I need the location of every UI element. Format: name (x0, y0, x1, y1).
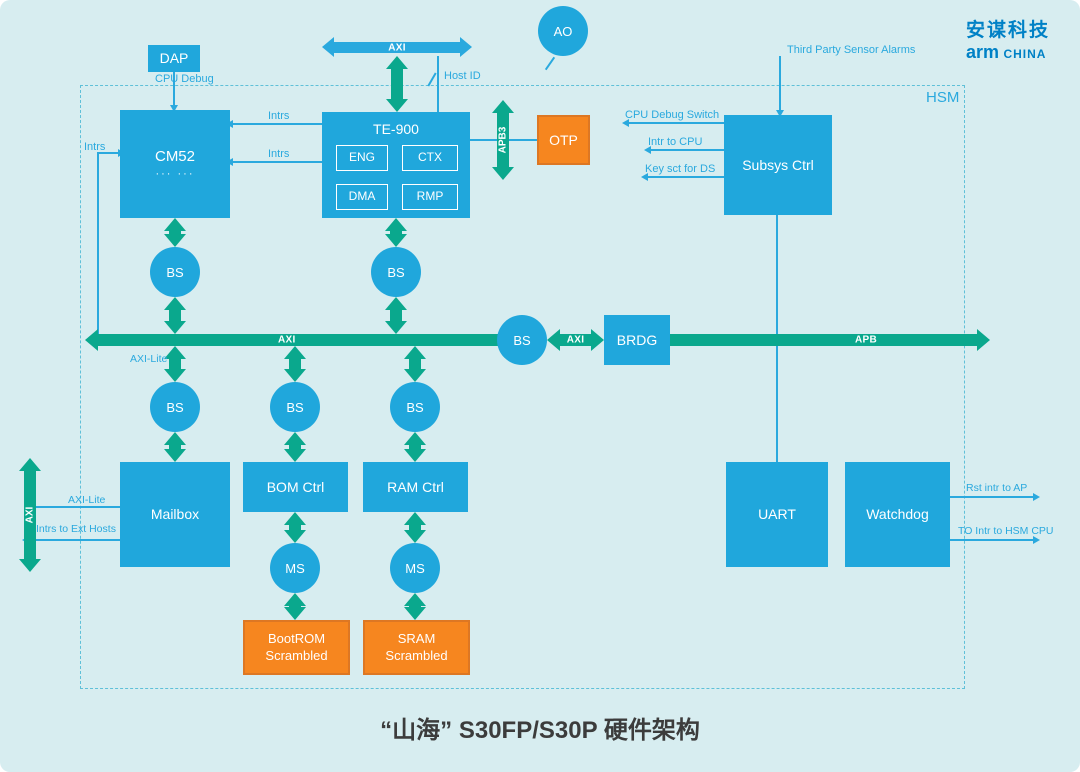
ms-sram-connector (404, 593, 426, 620)
bs-node: BS (497, 315, 547, 365)
bs-ram-connector (404, 432, 426, 462)
key-sct-wire (641, 173, 724, 180)
cpu-debug-switch-wire (622, 119, 724, 126)
intrs-wire-2 (226, 158, 322, 165)
rst-intr-ap-label: Rst intr to AP (966, 482, 1028, 494)
axi-bridge-bus-label: AXI (566, 334, 585, 346)
uart-block: UART (726, 462, 828, 567)
host-id-wire (437, 56, 439, 112)
intr-to-cpu-wire (644, 146, 724, 153)
te900-label: TE-900 (373, 121, 419, 137)
sram-label-line2: Scrambled (385, 647, 448, 663)
logo-china-text: CHINA (1003, 46, 1047, 61)
te900-ctx-subblock: CTX (402, 145, 458, 171)
bootrom-label-line1: BootROM (267, 630, 326, 646)
bs-node: BS (270, 382, 320, 432)
axi-main-bus: AXI (85, 329, 500, 351)
rst-intr-ap-wire (950, 493, 1040, 500)
dap-to-cm52-wire (170, 72, 177, 112)
bs-mailbox-connector (164, 432, 186, 462)
arm-china-logo: 安谋科技 arm CHINA (966, 20, 1050, 63)
logo-chinese-text: 安谋科技 (965, 20, 1050, 41)
cpu-debug-switch-label: CPU Debug Switch (625, 109, 720, 121)
page-title: “山海” S30FP/S30P 硬件架构 (380, 717, 700, 744)
third-party-alarms-label: Third Party Sensor Alarms (787, 44, 916, 56)
sram-block: SRAM Scrambled (363, 620, 470, 675)
bootrom-label-line2: Scrambled (265, 647, 328, 663)
axi-left-bus-label: AXI (24, 506, 36, 524)
bs-axi-connector-1 (164, 297, 186, 334)
mailbox-block: Mailbox (120, 462, 230, 567)
te900-eng-subblock: ENG (336, 145, 388, 171)
te900-dma-subblock: DMA (336, 184, 388, 210)
intrs-ext-hosts-wire (22, 536, 120, 543)
axi-top-bus: AXI (322, 37, 472, 57)
cpu-debug-label: CPU Debug (155, 73, 214, 85)
sram-label-line1: SRAM (397, 630, 436, 646)
host-id-label: Host ID (444, 70, 481, 82)
cm52-block: CM52 ··· ··· (120, 110, 230, 218)
ao-node: AO (538, 6, 588, 56)
otp-block: OTP (537, 115, 590, 165)
key-sct-label: Key sct for DS (645, 163, 716, 175)
ao-bus-tick (544, 56, 556, 71)
bs-axi-connector-2 (385, 297, 407, 334)
intrs-label-2: Intrs (268, 148, 290, 160)
ram-ctrl-block: RAM Ctrl (363, 462, 468, 512)
apb-bus-label: APB (855, 334, 878, 346)
bs-node: BS (150, 382, 200, 432)
axi-lite-mid-label: AXI-Lite (130, 353, 168, 365)
hsm-label: HSM (926, 89, 960, 106)
ram-ms-connector (404, 512, 426, 543)
axi-left-bus: AXI (19, 458, 41, 572)
bs-node: BS (150, 247, 200, 297)
axi-bridge-bus: AXI (547, 329, 604, 351)
cm52-label: CM52 (154, 148, 195, 166)
brdg-block: BRDG (604, 315, 670, 365)
ms-node: MS (390, 543, 440, 593)
bom-ctrl-block: BOM Ctrl (243, 462, 348, 512)
hsm-boundary (80, 85, 965, 689)
te900-rmp-subblock: RMP (402, 184, 458, 210)
third-party-alarms-wire (776, 56, 783, 117)
intrs-left-label: Intrs (84, 141, 106, 153)
apb-bus: APB (670, 329, 990, 351)
cm52-cores-dots: ··· ··· (155, 167, 195, 180)
bootrom-block: BootROM Scrambled (243, 620, 350, 675)
apb3-bus: APB3 (492, 100, 514, 180)
axi-bs-connector-4 (284, 346, 306, 382)
to-intr-hsm-wire (950, 536, 1040, 543)
dap-block: DAP (148, 45, 200, 72)
subsys-ctrl-block: Subsys Ctrl (724, 115, 832, 215)
bs-bom-connector (284, 432, 306, 462)
ms-node: MS (270, 543, 320, 593)
intrs-ext-hosts-label: Intrs to Ext Hosts (36, 523, 116, 535)
intrs-label-1: Intrs (268, 110, 290, 122)
axi-bs-connector-5 (404, 346, 426, 382)
axi-top-bus-label: AXI (388, 42, 406, 53)
intrs-left-wire-vertical (97, 152, 99, 334)
logo-arm-text: arm (965, 41, 1000, 62)
axi-main-bus-label: AXI (278, 334, 296, 346)
te900-block: TE-900 ENG CTX DMA RMP (322, 112, 470, 218)
axi-bs-connector-3 (164, 346, 186, 382)
te900-bs-connector (385, 218, 407, 247)
intrs-wire-1 (226, 120, 322, 127)
apb3-bus-label: APB3 (497, 126, 509, 154)
to-intr-hsm-label: TO Intr to HSM CPU (958, 525, 1054, 537)
ms-bootrom-connector (284, 593, 306, 620)
axi-lite-left-label: AXI-Lite (68, 494, 106, 506)
axi-lite-left-wire (36, 506, 120, 508)
axi-to-te900-connector (386, 56, 408, 112)
watchdog-block: Watchdog (845, 462, 950, 567)
intr-to-cpu-label: Intr to CPU (648, 136, 703, 148)
bom-ms-connector (284, 512, 306, 543)
bs-node: BS (371, 247, 421, 297)
cm52-bs-connector (164, 218, 186, 247)
bs-node: BS (390, 382, 440, 432)
